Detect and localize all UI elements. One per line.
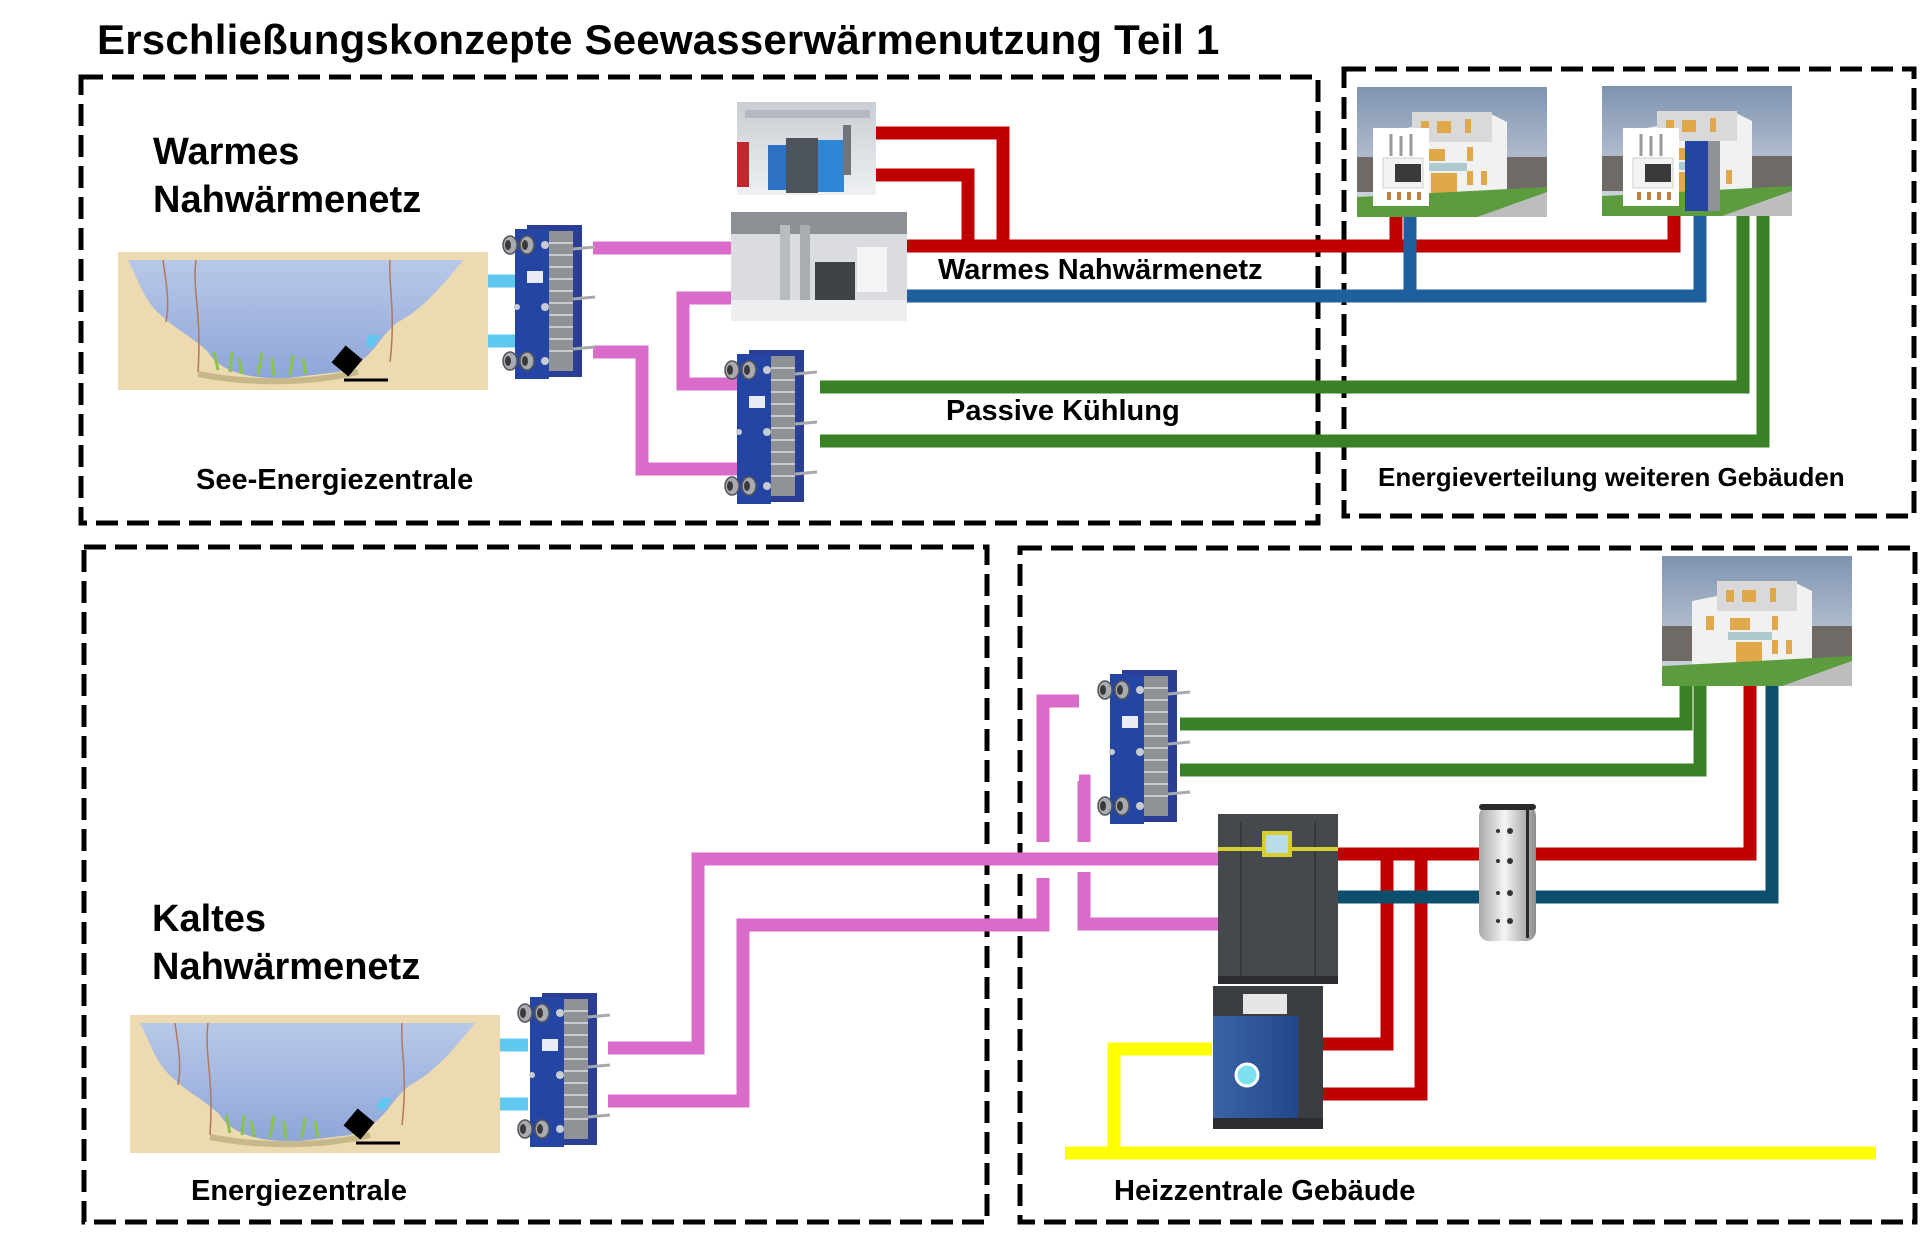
cold-section-caption: Energiezentrale [191,1175,407,1207]
pipe-boiler-supply-b [1322,854,1428,1101]
pipe-cooling-return [820,212,1770,448]
pipe-heatpump-to-hx2 [676,291,740,391]
warm-section-caption: See-Energiezentrale [196,464,474,496]
heat-exchanger-building [1096,668,1192,826]
pipe-heatpump-return [1077,872,1218,931]
section-box-building-plant [1017,545,1918,1225]
warm-heading-line1: Warmes [153,131,300,173]
transfer-station-house-1 [1371,126,1431,208]
buffer-storage-tank [1479,804,1536,941]
pipe-gas-branch [1107,1042,1212,1150]
heat-exchanger-lake-cold [516,991,612,1149]
cold-section-heading: Kaltes Nahwärmenetz [152,895,420,991]
pipe-cold-network-supply [608,852,1218,1055]
pipe-warm-return-main [907,205,1707,303]
pipes-warm-section [369,126,1770,476]
diagram-title: Erschließungskonzepte Seewasserwärmenutz… [97,16,1220,63]
house-photo-building [1662,556,1852,686]
pipe-hx-to-hx2 [593,345,740,476]
heat-exchanger-lake-warm [501,223,597,381]
section-box-cold-network [81,544,990,1225]
pipe-hx3-top-drop [1036,694,1079,842]
distribution-section-caption: Energieverteilung weiteren Gebäuden [1378,462,1845,492]
pipe-label-warm-network: Warmes Nahwärmenetz [938,254,1263,286]
transfer-station-house-2 [1621,126,1681,208]
building-plant-caption: Heizzentrale Gebäude [1114,1175,1416,1207]
warm-heading-line2: Nahwärmenetz [153,179,422,221]
heat-pump-unit [1218,814,1338,984]
pipe-building-cooling-return [1180,643,1707,777]
lake-cross-section-warm [118,252,488,390]
lake-cross-section-cold [130,1015,500,1153]
heat-exchanger-cooling [723,348,819,506]
pipe-cold-network-return [608,878,1050,1108]
boiler-room-photo [737,102,876,195]
lake-nozzle-cold [376,1098,392,1111]
cold-heading-line1: Kaltes [152,898,267,940]
pipe-boiler-supply-2 [876,168,975,246]
warm-section-heading: Warmes Nahwärmenetz [153,128,421,224]
pipe-boiler-supply-a [1322,854,1394,1051]
cold-heading-line2: Nahwärmenetz [152,946,421,988]
gas-boiler-unit [1213,986,1323,1129]
heat-pump-plant-photo [731,212,907,321]
lake-nozzle-warm [365,335,380,348]
pipe-warm-supply-main [907,205,1681,253]
heat-exchanger-house-2 [1685,141,1720,211]
pipe-boiler-supply-1 [876,126,1010,246]
pipe-label-passive-cooling: Passive Kühlung [946,395,1180,427]
pipe-building-cooling-supply [1180,643,1693,731]
pipe-cooling-supply [820,212,1750,394]
pipe-hx3-bottom-drop [1077,774,1091,842]
pipe-heating-supply [1338,643,1757,861]
